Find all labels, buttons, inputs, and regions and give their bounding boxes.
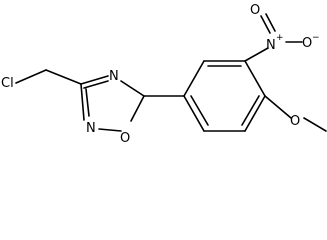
bond-ring-methoxy xyxy=(264,95,292,119)
bond-ring-nitro xyxy=(244,47,269,62)
chemical-structure: Cl N N O N + O O − O xyxy=(1,3,327,146)
bond-c3-n4 xyxy=(80,75,109,85)
bond-o1-n2 xyxy=(98,128,122,132)
chlorine-label: Cl xyxy=(1,76,14,91)
bond-n2-c3 xyxy=(80,83,85,121)
bond-ring-6-double xyxy=(190,95,209,126)
bond-ring-4 xyxy=(244,95,266,132)
nitro-nitrogen-label: N xyxy=(266,38,276,53)
bond-nitro-o-top-double xyxy=(265,13,276,32)
nitro-nitrogen-charge: + xyxy=(276,33,284,43)
bond-nitro-o-top xyxy=(260,15,271,34)
nitro-oxygen-right-label: O xyxy=(302,36,312,51)
bond-c5-o1 xyxy=(130,95,145,122)
methoxy-oxygen-label: O xyxy=(290,114,300,129)
bond-n2-c3-double xyxy=(85,88,90,117)
structure-canvas: Cl N N O N + O O − O xyxy=(1,3,327,146)
bond-ring-1 xyxy=(183,60,205,97)
bond-c3-n4-double xyxy=(83,80,109,89)
nitro-oxygen-top-label: O xyxy=(250,3,260,18)
bond-ring-3 xyxy=(244,60,266,97)
ring-nitrogen-top-label: N xyxy=(109,69,119,84)
bond-ch2-c3 xyxy=(45,69,82,85)
nitro-oxygen-right-charge: − xyxy=(312,33,320,43)
bond-ring-6 xyxy=(183,95,205,132)
bond-methoxy-ch3 xyxy=(303,117,327,132)
ring-nitrogen-bottom-label: N xyxy=(86,121,96,136)
bond-cl-ch2 xyxy=(15,69,47,84)
bond-n4-c5 xyxy=(120,80,145,97)
bond-ring-4-double xyxy=(241,95,260,126)
ring-oxygen-label: O xyxy=(120,131,130,146)
